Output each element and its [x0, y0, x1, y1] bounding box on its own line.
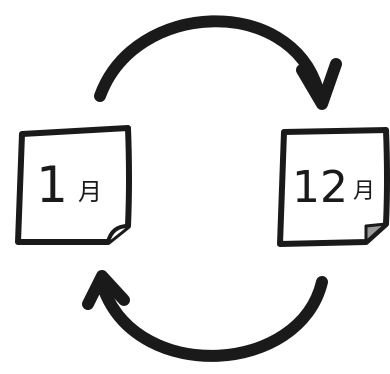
calendar-left-number: 1 [36, 156, 68, 214]
calendar-right-kanji: 月 [353, 179, 375, 204]
top-cycle-arrow-icon [94, 15, 342, 110]
page-curl-left [106, 224, 129, 243]
calendar-page-icon [15, 125, 132, 245]
calendar-left-kanji: 月 [78, 178, 102, 206]
calendar-right-number: 12 [292, 162, 348, 213]
bottom-cycle-arrow-icon [82, 270, 328, 362]
calendar-right: 12 月 [277, 127, 390, 247]
calendar-left: 1 月 [15, 125, 132, 245]
page-curl-right [364, 222, 388, 244]
